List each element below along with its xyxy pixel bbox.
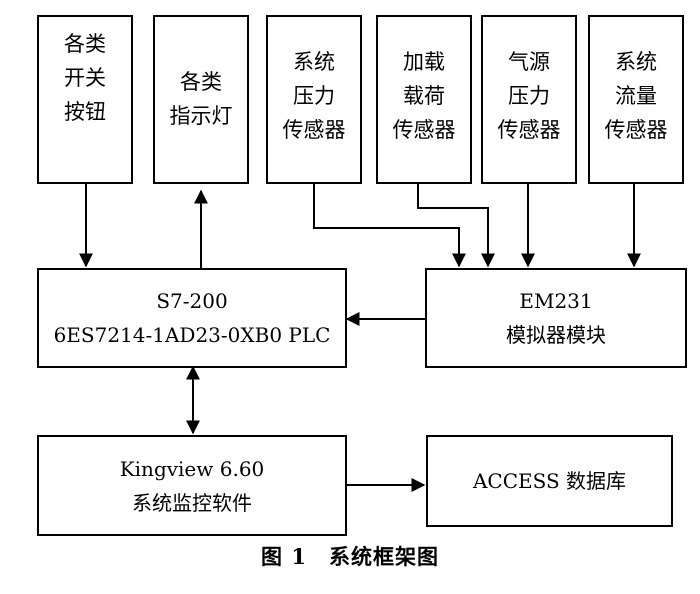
plc-part-number: 6ES7214-1AD23-0XB0 PLC	[53, 323, 331, 347]
system-flow-sensor-label: 系统 流量 传感器	[604, 50, 668, 142]
plc-box: S7-200 6ES7214-1AD23-0XB0 PLC	[37, 268, 347, 368]
em231-description: 模拟器模块	[506, 323, 606, 347]
arrow-load-to-em231	[417, 183, 495, 268]
plc-model: S7-200	[156, 289, 228, 313]
system-flow-sensor-box: 系统 流量 传感器	[588, 15, 684, 184]
load-sensor-box: 加载 载荷 传感器	[376, 15, 472, 184]
switch-button-box: 各类 开关 按钮	[37, 15, 133, 184]
load-sensor-label: 加载 载荷 传感器	[392, 50, 456, 142]
system-pressure-sensor-label: 系统 压力 传感器	[282, 50, 346, 142]
gas-pressure-sensor-box: 气源 压力 传感器	[481, 15, 577, 184]
indicator-light-label: 各类 指示灯	[169, 70, 233, 128]
kingview-software-box: Kingview 6.60 系统监控软件	[37, 435, 347, 536]
system-pressure-sensor-box: 系统 压力 传感器	[266, 15, 362, 184]
em231-model: EM231	[519, 289, 593, 313]
switch-button-label: 各类 开关 按钮	[64, 32, 106, 124]
gas-pressure-sensor-label: 气源 压力 传感器	[497, 50, 561, 142]
access-database-box: ACCESS 数据库	[426, 435, 673, 527]
em231-module-box: EM231 模拟器模块	[425, 268, 687, 368]
indicator-light-box: 各类 指示灯	[153, 15, 249, 184]
access-database-label: ACCESS 数据库	[472, 469, 627, 493]
arrow-system-pressure-to-em231	[313, 183, 466, 268]
kingview-version: Kingview 6.60	[119, 456, 265, 481]
figure-caption: 图 1 系统框架图	[261, 544, 439, 569]
kingview-description: 系统监控软件	[132, 490, 252, 515]
